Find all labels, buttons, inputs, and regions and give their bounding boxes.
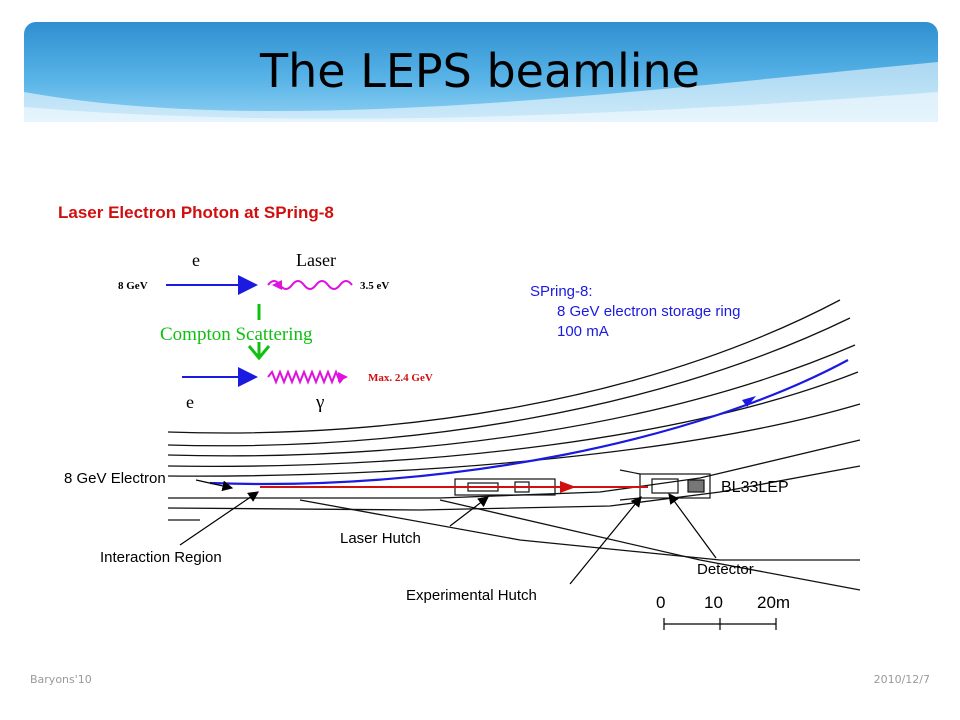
laser-arrowhead [272,280,282,290]
gamma-wave [267,369,345,385]
electron-pointer [195,479,234,492]
laser-label: Laser [296,250,336,270]
spring8-line1: SPring-8: [530,283,593,300]
beamline-label: BL33LEP [721,479,789,496]
scale-bar [663,618,777,630]
compton-arrowhead [247,345,271,361]
photon-beam-arrowhead [560,481,576,493]
interaction-region-label: Interaction Region [100,549,222,566]
slide-title: The LEPS beamline [260,44,700,98]
ring-walls-upper [167,299,861,477]
electron-orbit [209,359,849,486]
electron-energy: 8 GeV [118,280,148,292]
laser-hutch-label: Laser Hutch [340,530,421,547]
gamma-energy: Max. 2.4 GeV [368,372,433,384]
experimental-hutch-pointer [569,496,642,585]
compton-label: Compton Scattering [160,324,313,345]
banner-swoosh [24,62,938,122]
footer-left: Baryons'10 [30,673,92,686]
laser-energy: 3.5 eV [360,280,389,292]
diagram-heading: Laser Electron Photon at SPring-8 [58,203,334,222]
scale-tick2-label: 20m [757,593,790,612]
electron-symbol: e [192,250,200,270]
experimental-hutch-label: Experimental Hutch [406,587,537,604]
detector-label: Detector [697,561,754,578]
laser-hutch-pointer [449,496,489,527]
footer-right: 2010/12/7 [873,673,930,686]
gamma-symbol: γ [315,392,324,413]
interaction-region-pointer [179,491,259,546]
spring8-line3: 100 mA [557,323,609,340]
spring8-line2: 8 GeV electron storage ring [557,303,740,320]
beamline-hutches [454,469,711,501]
gamma-arrowhead [338,372,348,382]
detector-pointer [668,493,717,559]
electron-out-symbol: e [186,392,194,412]
title-banner [24,22,938,122]
orbit-arrowhead [742,396,756,407]
electron-label: 8 GeV Electron [64,470,166,487]
scale-tick0-label: 0 [656,593,665,612]
scale-tick1-label: 10 [704,593,723,612]
